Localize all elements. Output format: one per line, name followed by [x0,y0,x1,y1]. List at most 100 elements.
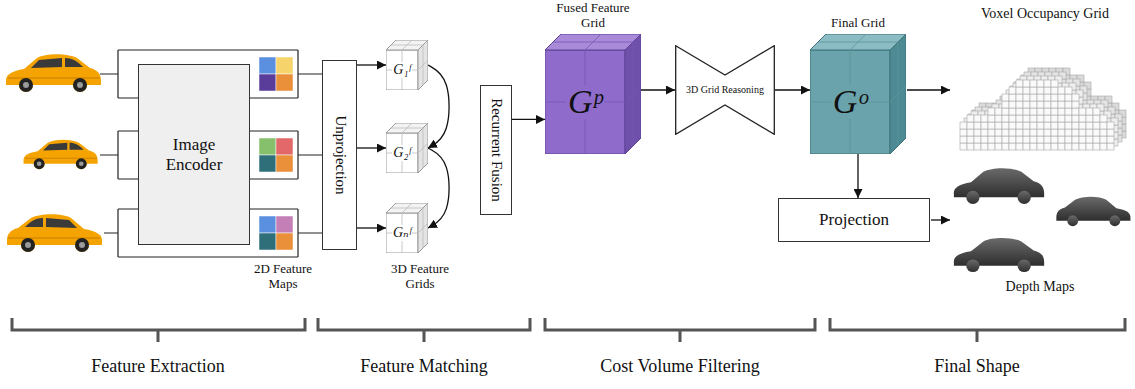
voxel [1065,108,1072,115]
voxel [988,129,995,136]
cube-grid-line [553,41,633,42]
voxel [1030,143,1037,150]
voxel [1009,87,1016,94]
car-image [7,214,102,252]
voxel [1093,115,1100,122]
voxel [1100,115,1107,122]
wire [100,131,322,179]
voxel [1009,129,1016,136]
bracket [318,318,530,342]
voxel [1023,87,1030,94]
voxel [1030,101,1037,108]
voxel [1044,87,1051,94]
feature-grid-cube: G₂ᶠ [386,123,428,173]
arrow [907,89,950,90]
voxel [1016,122,1023,129]
voxel [981,115,988,122]
voxel [1030,94,1037,101]
feature-cell [276,74,293,91]
voxel [1093,143,1100,150]
voxel [974,122,981,129]
voxel [981,143,988,150]
connector-arrow [357,64,386,65]
cube-grid-line [418,223,428,233]
voxel [1016,94,1023,101]
voxel [995,122,1002,129]
voxel [1058,129,1065,136]
voxel [1051,94,1058,101]
voxel [1079,136,1086,143]
voxel [1023,136,1030,143]
voxel [1065,143,1072,150]
voxel [1009,115,1016,122]
voxel [995,108,1002,115]
voxel [1044,129,1051,136]
voxel [967,115,974,122]
grid-symbol: Gₙᶠ [392,225,412,241]
voxel [1044,80,1051,87]
voxel [967,143,974,150]
feature-cell [259,74,276,91]
voxel [1093,136,1100,143]
voxel [1086,136,1093,143]
voxel [1073,93,1080,100]
voxel [1037,143,1044,150]
arrow [931,219,950,220]
voxel [1051,129,1058,136]
voxel [1016,101,1023,108]
voxel [1016,136,1023,143]
voxel [974,115,981,122]
voxel [1052,79,1059,86]
voxel [1009,108,1016,115]
stage-label: Final Shape [837,356,1117,377]
voxel [1058,101,1065,108]
cube-face [418,203,428,253]
feature-cell [276,155,293,172]
grid-symbol: Gᵖ [566,85,604,119]
cube-face [810,34,906,50]
voxel-caption: Voxel Occupancy Grid [960,6,1130,22]
voxel [1016,80,1023,87]
stage-label: Feature Matching [324,356,524,377]
box-label: Projection [819,210,889,230]
voxel [1037,115,1044,122]
voxel [1002,143,1009,150]
voxel [1009,101,1016,108]
voxel [1023,129,1030,136]
voxel [981,129,988,136]
depth-caption: Depth Maps [980,279,1100,295]
voxel [988,143,995,150]
feature-cell [276,216,293,233]
grid-symbol: Gᵒ [831,85,869,119]
connector-arrow [428,148,449,228]
voxel [974,143,981,150]
voxel [1002,101,1009,108]
voxel [967,136,974,143]
depth-map [954,168,1044,204]
feature-cell [259,233,276,250]
cube-grid-line [818,41,898,42]
voxel-grid-figure [960,68,1126,150]
bracket [545,318,815,342]
voxel [1079,122,1086,129]
car-image [6,54,101,92]
voxel [1030,80,1037,87]
voxel [988,108,995,115]
stage-label: Feature Extraction [18,356,298,377]
voxel [1044,94,1051,101]
voxel [1002,115,1009,122]
voxel [1086,108,1093,115]
voxel [1093,129,1100,136]
voxel [1016,129,1023,136]
voxel [1058,115,1065,122]
voxel [1037,129,1044,136]
bracket [12,318,305,342]
voxel [1037,108,1044,115]
grid-symbol: G₁ᶠ [392,62,411,78]
voxel [1030,108,1037,115]
voxel [1100,136,1107,143]
cube-grid-line [625,86,641,102]
voxel [1037,87,1044,94]
voxel [1072,108,1079,115]
